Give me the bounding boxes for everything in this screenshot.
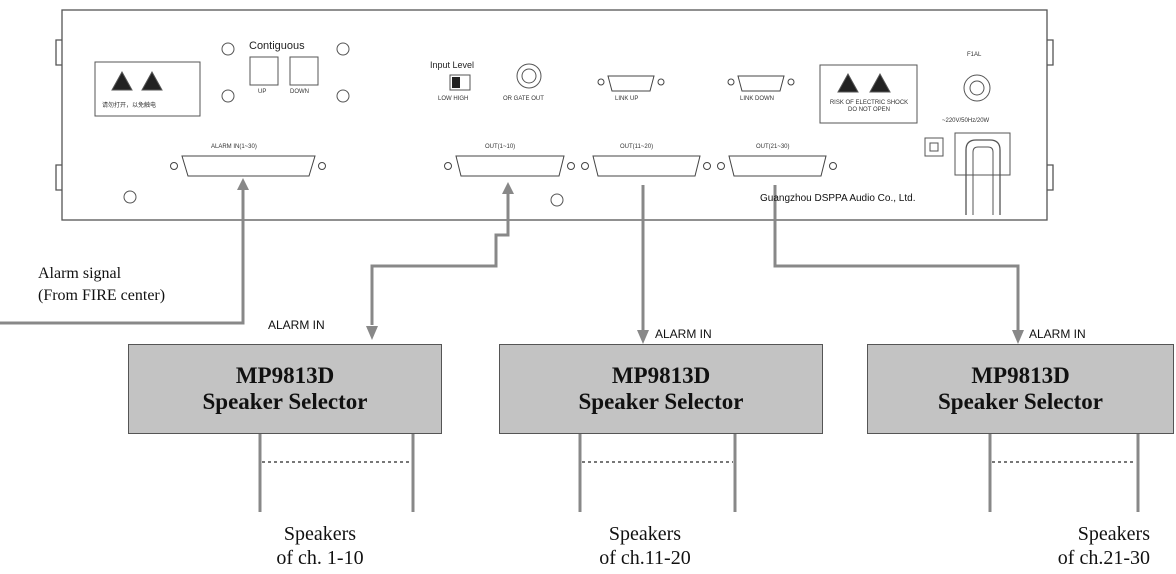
- selector-name: Speaker Selector: [202, 389, 368, 414]
- contiguous-label: Contiguous: [249, 40, 305, 52]
- speakers-label-line1: Speakers: [1077, 523, 1150, 545]
- link-up-port: [597, 75, 665, 92]
- link-up-label: LINK UP: [615, 96, 639, 102]
- rack-ear-right-bottom: [1047, 164, 1054, 191]
- screw-icon: [336, 89, 350, 103]
- down-label: DOWN: [290, 89, 309, 95]
- warning-text-cn: 请勿打开，以免触电: [102, 103, 157, 109]
- screw-icon: [336, 42, 350, 56]
- link-down-label: LINK DOWN: [740, 96, 775, 102]
- out-1-10-label: OUT(1~10): [485, 144, 516, 150]
- fuse-holder: [963, 74, 991, 102]
- screw-icon: [221, 89, 235, 103]
- power-rating-label: ~220V/50Hz/20W: [942, 118, 990, 124]
- out-1-10-port: [444, 155, 575, 177]
- alarm-in-label: ALARM IN: [655, 327, 712, 341]
- arrow-down-icon: [1012, 330, 1024, 344]
- power-socket: [954, 132, 1011, 176]
- speakers-label-line1: Speakers: [283, 523, 357, 545]
- contiguous-down-key: [289, 56, 319, 86]
- screw-icon: [123, 190, 137, 204]
- out-21-30-label: OUT(21~30): [756, 144, 790, 150]
- warning-text-en: RISK OF ELECTRIC SHOCK DO NOT OPEN: [829, 100, 909, 113]
- warning-triangle-icon: [837, 72, 859, 93]
- low-high-label: LOW HIGH: [438, 96, 469, 102]
- speaker-lines: [258, 434, 1140, 512]
- out-21-30-wire: [773, 185, 1020, 330]
- speaker-selector-box: MP9813D Speaker Selector: [867, 344, 1174, 434]
- fuse-label: F1AL: [967, 52, 982, 58]
- alarm-in-connector-label: ALARM IN(1~30): [211, 144, 257, 150]
- gate-out-label: OR GATE OUT: [503, 96, 544, 102]
- out-11-20-label: OUT(11~20): [620, 144, 654, 150]
- gate-out-jack-inner: [521, 68, 537, 84]
- speakers-label-line2: of ch.11-20: [599, 547, 691, 569]
- power-switch: [924, 137, 944, 157]
- arrow-down-icon: [637, 330, 649, 344]
- input-level-switch-knob: [452, 77, 460, 88]
- arrow-down-icon: [366, 326, 378, 340]
- screw-icon: [221, 42, 235, 56]
- out-11-20-port: [581, 155, 711, 177]
- up-label: UP: [258, 89, 267, 95]
- alarm-signal-line1: Alarm signal: [38, 265, 122, 282]
- screws: [123, 42, 564, 207]
- selector-name: Speaker Selector: [578, 389, 744, 414]
- link-down-port: [727, 75, 795, 92]
- arrow-down-icon: [502, 182, 514, 194]
- alarm-in-label: ALARM IN: [268, 318, 325, 332]
- rack-ear-left-top: [55, 39, 62, 66]
- out-21-30-port: [717, 155, 837, 177]
- alarm-signal-label: Alarm signal (From FIRE center): [38, 263, 165, 307]
- speakers-label: Speakers of ch.21-30: [1010, 522, 1150, 570]
- warning-label-right: [819, 64, 918, 124]
- selector-model: MP9813D: [971, 363, 1070, 388]
- arrow-up-icon: [237, 178, 249, 190]
- arrowheads: [237, 178, 1024, 344]
- selector-model: MP9813D: [235, 363, 335, 388]
- out-1-10-wire: [370, 188, 510, 325]
- alarm-signal-line2: (From FIRE center): [38, 287, 166, 304]
- alarm-in-label: ALARM IN: [1029, 327, 1086, 341]
- power-cord: [965, 139, 1001, 215]
- alarm-signal-wire: [0, 185, 245, 325]
- speakers-label: Speakers of ch. 1-10: [250, 522, 390, 570]
- rear-panel: [55, 9, 1054, 221]
- speakers-label-line1: Speakers: [608, 523, 682, 545]
- wires: [0, 185, 1020, 330]
- selector-name: Speaker Selector: [937, 389, 1103, 414]
- speakers-label-line2: of ch. 1-10: [276, 547, 364, 569]
- warning-triangle-icon: [141, 70, 163, 91]
- speakers-label-line2: of ch.21-30: [1057, 547, 1150, 569]
- screw-icon: [550, 193, 564, 207]
- warning-triangle-icon: [111, 70, 133, 91]
- contiguous-up-key: [249, 56, 279, 86]
- input-level-label: Input Level: [430, 60, 475, 70]
- rack-ear-left-bottom: [55, 164, 62, 191]
- selector-model: MP9813D: [611, 363, 711, 388]
- input-level-switch: [449, 74, 471, 91]
- warning-label-left: [94, 61, 201, 117]
- rack-ear-right-top: [1047, 39, 1054, 66]
- warning-triangle-icon: [869, 72, 891, 93]
- speaker-selector-box: MP9813D Speaker Selector: [499, 344, 823, 434]
- fuse-holder-inner: [969, 80, 985, 96]
- speakers-label: Speakers of ch.11-20: [575, 522, 715, 570]
- rear-panel-outline: [61, 9, 1048, 221]
- speaker-selector-box: MP9813D Speaker Selector: [128, 344, 442, 434]
- gate-out-jack: [516, 63, 542, 89]
- alarm-in-port: [170, 155, 326, 177]
- company-label: Guangzhou DSPPA Audio Co., Ltd.: [760, 193, 916, 204]
